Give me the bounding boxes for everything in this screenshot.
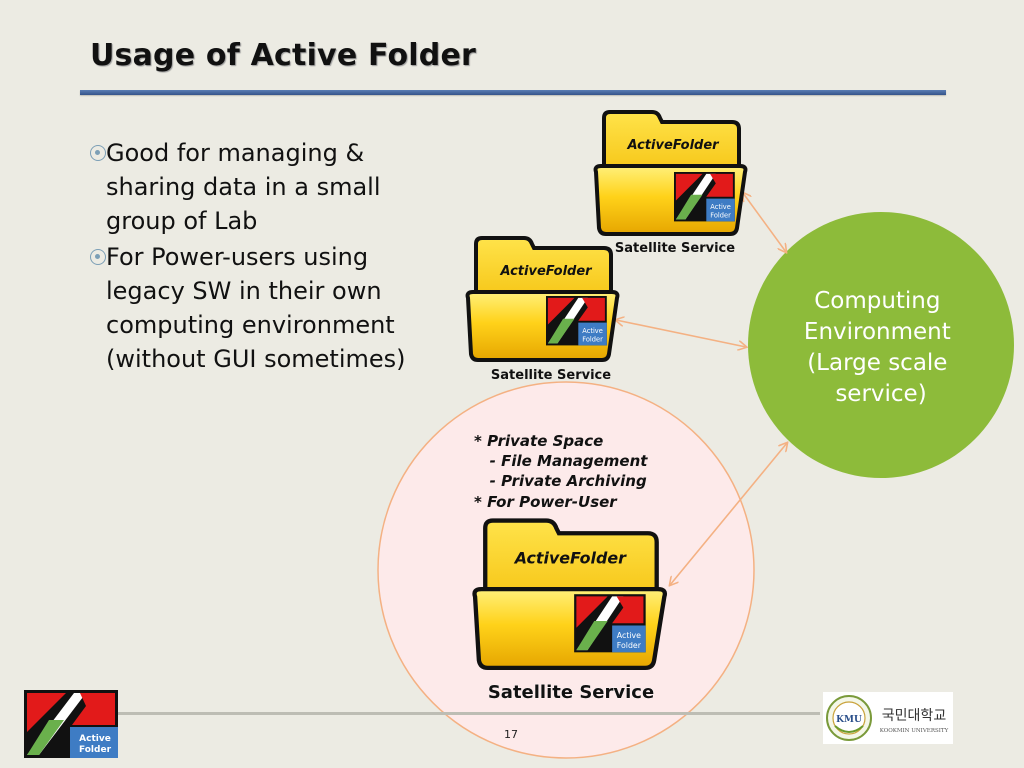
folder-2-caption: Satellite Service bbox=[491, 368, 611, 383]
bullet-2-line-1: For Power-users using bbox=[106, 243, 369, 271]
private-line-2: - File Management bbox=[474, 452, 648, 470]
private-line-4: * For Power-User bbox=[474, 493, 618, 511]
computing-circle-text: Computing Environment (Large scale servi… bbox=[804, 288, 958, 407]
computing-environment-circle bbox=[748, 212, 1014, 478]
arrow-folder2-computing bbox=[616, 320, 746, 347]
logo-text-1: Active bbox=[79, 734, 111, 744]
bullet-1-line-3: group of Lab bbox=[106, 207, 258, 235]
bullet-radio-icon bbox=[90, 249, 106, 265]
badge-text-2: Folder bbox=[710, 212, 731, 220]
active-folder-badge-icon: Active Folder bbox=[674, 172, 735, 222]
university-english-name: KOOKMIN UNIVERSITY bbox=[880, 728, 949, 734]
university-seal-icon: KMU 국민대학교 KOOKMIN UNIVERSITY bbox=[826, 695, 949, 741]
seal-text: KMU bbox=[836, 715, 862, 725]
active-folder-logo-icon: Active Folder bbox=[24, 690, 118, 758]
bullet-2-line-3: computing environment bbox=[106, 311, 395, 339]
folder-1-label: ActiveFolder bbox=[626, 138, 720, 153]
bullet-2-line-4: (without GUI sometimes) bbox=[106, 345, 406, 373]
bullet-radio-icon bbox=[90, 145, 106, 161]
active-folder-3[interactable]: ActiveFolder Active Folder bbox=[472, 518, 668, 671]
folder-3-caption: Satellite Service bbox=[488, 682, 654, 703]
arrow-folder3-computing bbox=[670, 443, 787, 585]
bullet-2-line-2: legacy SW in their own bbox=[106, 277, 382, 305]
badge-text-1: Active bbox=[710, 203, 731, 211]
footer-divider bbox=[118, 712, 820, 715]
bullet-item-2: For Power-users using legacy SW in their… bbox=[90, 240, 460, 376]
active-folder-2[interactable]: ActiveFolder Active Folder bbox=[465, 236, 620, 362]
bullet-item-1: Good for managing & sharing data in a sm… bbox=[90, 136, 460, 238]
folder-1-caption: Satellite Service bbox=[615, 241, 735, 256]
page-number: 17 bbox=[504, 728, 518, 741]
folder-3-label: ActiveFolder bbox=[513, 549, 627, 568]
private-line-1: * Private Space bbox=[474, 432, 603, 450]
folder-2-label: ActiveFolder bbox=[499, 264, 593, 279]
active-folder-1[interactable]: ActiveFolder Active Folder bbox=[593, 110, 748, 236]
computing-line-4: service) bbox=[835, 381, 926, 407]
bullet-1-line-1: Good for managing & bbox=[106, 139, 365, 167]
arrow-folder1-computing bbox=[743, 193, 786, 252]
bullet-1-line-2: sharing data in a small bbox=[106, 173, 381, 201]
kookmin-university-logo: KMU 국민대학교 KOOKMIN UNIVERSITY bbox=[823, 692, 953, 744]
logo-text-2: Folder bbox=[79, 745, 112, 755]
active-folder-badge-icon: Active Folder bbox=[574, 594, 646, 653]
active-folder-badge-icon: Active Folder bbox=[546, 296, 607, 346]
badge-text-2: Folder bbox=[582, 336, 603, 344]
slide-title: Usage of Active Folder bbox=[90, 38, 476, 73]
badge-text-1: Active bbox=[617, 631, 641, 640]
computing-line-3: (Large scale bbox=[807, 350, 947, 376]
computing-line-2: Environment bbox=[804, 319, 951, 345]
private-space-text: * Private Space - File Management - Priv… bbox=[474, 432, 653, 511]
badge-text-1: Active bbox=[582, 327, 603, 335]
title-underline bbox=[80, 90, 946, 95]
university-korean-name: 국민대학교 bbox=[882, 708, 947, 724]
badge-text-2: Folder bbox=[617, 641, 642, 650]
private-line-3: - Private Archiving bbox=[474, 472, 647, 490]
computing-line-1: Computing bbox=[814, 288, 940, 314]
bullet-list: Good for managing & sharing data in a sm… bbox=[90, 136, 460, 376]
